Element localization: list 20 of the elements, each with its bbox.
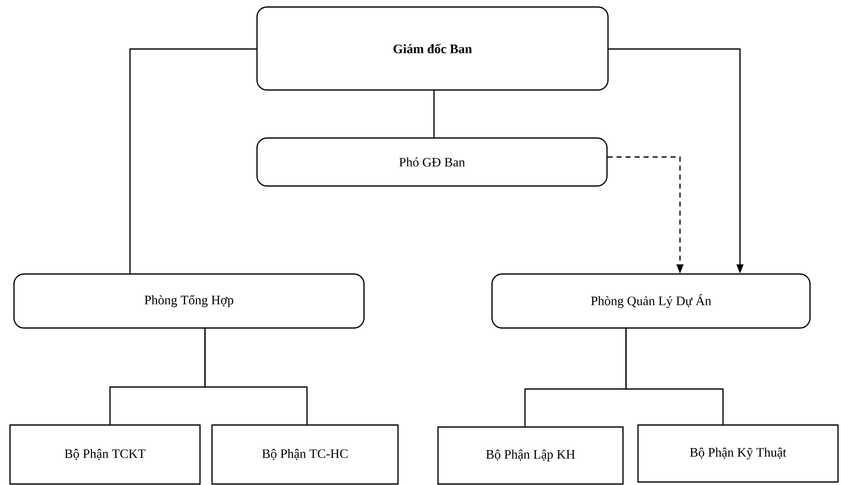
rounded-box	[13, 273, 365, 329]
box	[9, 424, 201, 485]
node-text: Phòng Quản Lý Dự Án	[591, 294, 712, 308]
node-text: Bộ Phận Lập KH	[486, 450, 575, 462]
node-text: Phòng Tổng Hợp	[144, 294, 234, 308]
box	[637, 424, 839, 483]
connector-line	[129, 48, 256, 274]
rounded-box	[491, 273, 811, 329]
box	[437, 426, 624, 485]
connector-line	[204, 328, 308, 424]
rounded-box	[256, 137, 608, 187]
connector-line	[433, 90, 435, 138]
node-text: Bộ Phận TC-HC	[262, 448, 348, 460]
node-text: Bộ Phận TCKT	[64, 448, 146, 460]
rounded-box	[256, 6, 609, 91]
node-text: Bộ Phận Kỹ Thuật	[690, 448, 786, 460]
node-text: Phó GĐ Ban	[399, 157, 465, 167]
node-text: Giám đốc Ban	[394, 44, 472, 54]
connector-line	[625, 328, 724, 424]
box	[211, 424, 399, 485]
